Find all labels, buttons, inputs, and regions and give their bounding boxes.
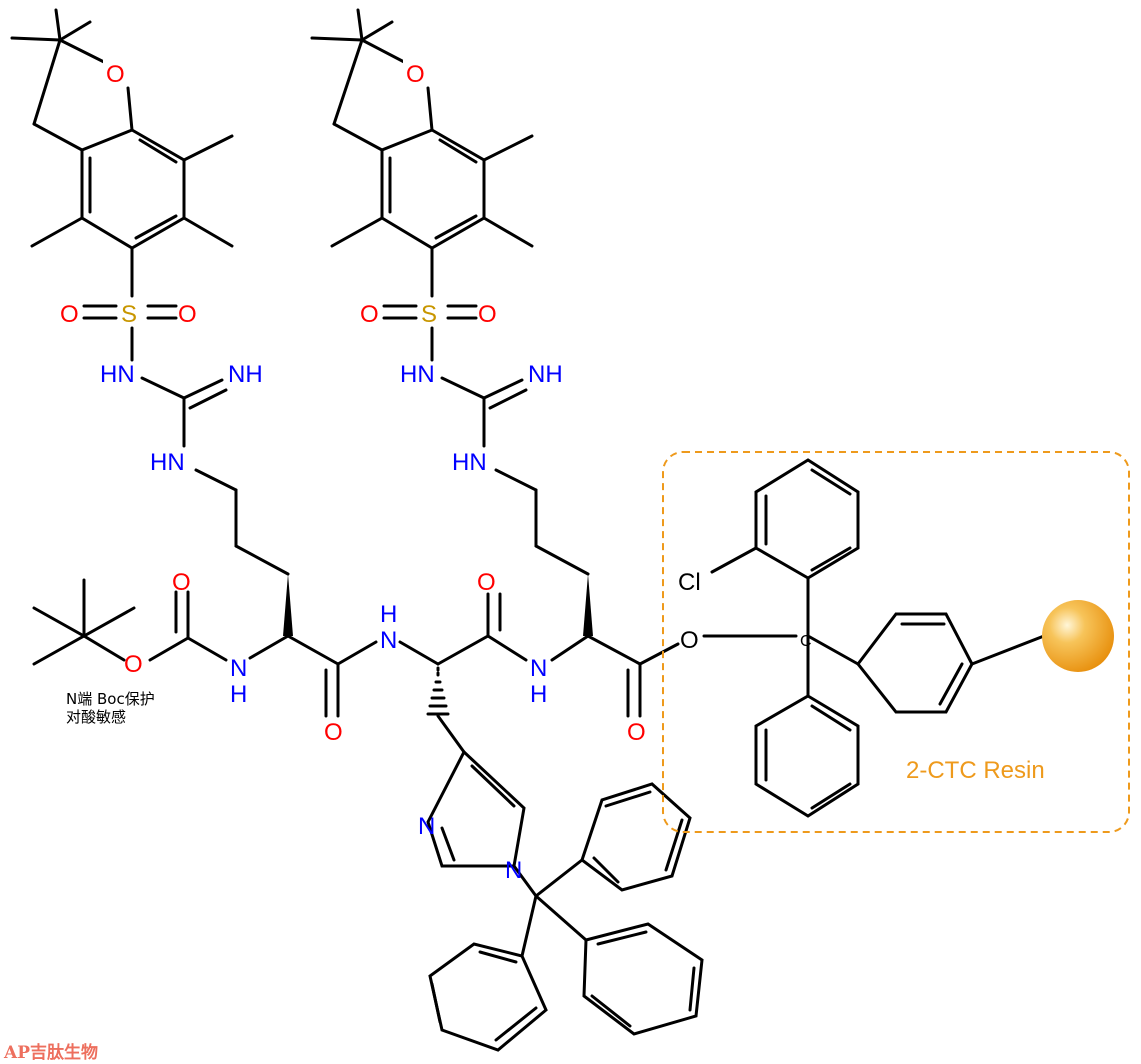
atom-label: HN — [452, 449, 487, 476]
atom-label: N — [505, 857, 522, 884]
atom-labels: O O O S O HN NH HN O S O HN NH HN O O N … — [60, 58, 812, 884]
histidine-trityl — [426, 749, 704, 1052]
atom-label: NH — [228, 361, 263, 388]
atom-label: NH — [528, 361, 563, 388]
boc-protection-note-line1: N端 Boc保护 — [66, 690, 155, 708]
atom-label: HN — [400, 361, 435, 388]
atom-label: H — [230, 681, 247, 708]
atom-label: O — [680, 627, 699, 654]
atom-label: HN — [100, 361, 135, 388]
atom-label: N — [530, 655, 547, 682]
atom-label: S — [121, 301, 137, 328]
atom-label: Cl — [678, 569, 701, 596]
peptide-backbone — [32, 578, 798, 754]
atom-label: O — [478, 301, 497, 328]
atom-label: O — [360, 301, 379, 328]
atom-label: N — [380, 627, 397, 654]
atom-label: O — [627, 719, 646, 746]
atom-label: O — [324, 719, 343, 746]
atom-label: O — [477, 569, 496, 596]
pbf-group-right — [310, 8, 593, 636]
boc-protection-note-line2: 对酸敏感 — [66, 708, 126, 726]
watermark-logo: AP吉肽生物 — [3, 1042, 98, 1063]
atom-label: O — [124, 651, 143, 678]
ctc-resin-linker — [662, 451, 1130, 833]
atom-label: N — [418, 813, 435, 840]
atom-label: HN — [150, 449, 185, 476]
atom-label: O — [172, 569, 191, 596]
atom-label: O — [106, 61, 125, 88]
atom-label: N — [230, 655, 247, 682]
resin-bead-icon — [1042, 600, 1114, 672]
atom-label: C — [800, 633, 812, 650]
atom-label: O — [60, 301, 79, 328]
atom-label: O — [178, 301, 197, 328]
atom-label: S — [421, 301, 437, 328]
atom-label: O — [406, 61, 425, 88]
atom-label: H — [530, 681, 547, 708]
pbf-group-left — [10, 8, 293, 636]
atom-label: H — [380, 601, 397, 628]
resin-label: 2-CTC Resin — [906, 757, 1045, 784]
